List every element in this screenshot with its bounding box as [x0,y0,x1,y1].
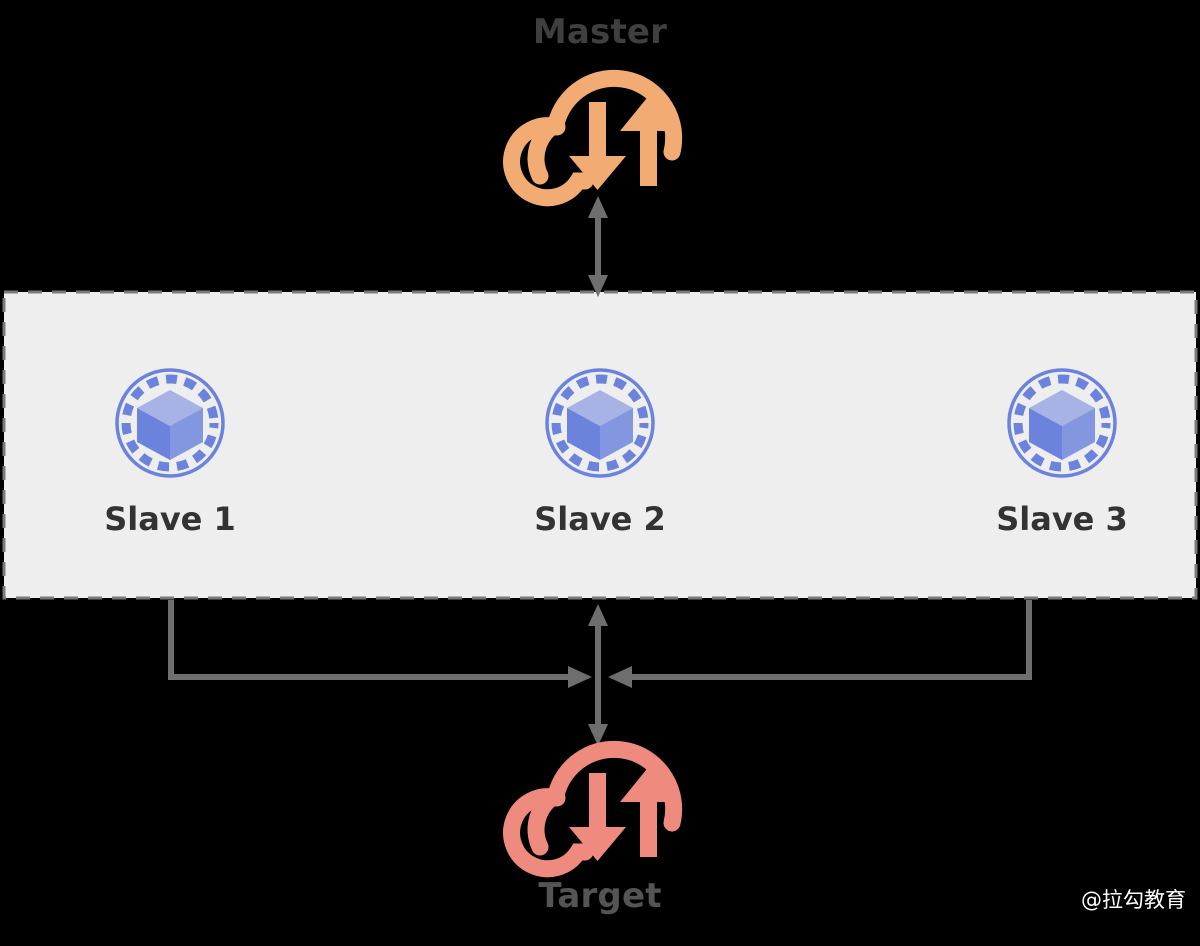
connector-cluster-to-target [588,604,608,746]
target-cloud-sync-icon [503,740,683,878]
target-label: Target [538,876,662,916]
slave-1-cube-icon [115,368,225,478]
master-cloud-sync-icon [503,69,683,207]
master-label: Master [532,12,668,52]
connector-master-to-cluster [588,196,608,297]
slave-2-cube-icon [545,368,655,478]
slave-1-label: Slave 1 [104,500,236,538]
slave-3-label: Slave 3 [996,500,1128,538]
slave-3-cube-icon [1007,368,1117,478]
connector-slave3-bracket [608,600,1032,688]
watermark: @拉勾教育 [1081,888,1186,912]
slave-2-label: Slave 2 [534,500,666,538]
connector-slave1-bracket [168,600,592,688]
